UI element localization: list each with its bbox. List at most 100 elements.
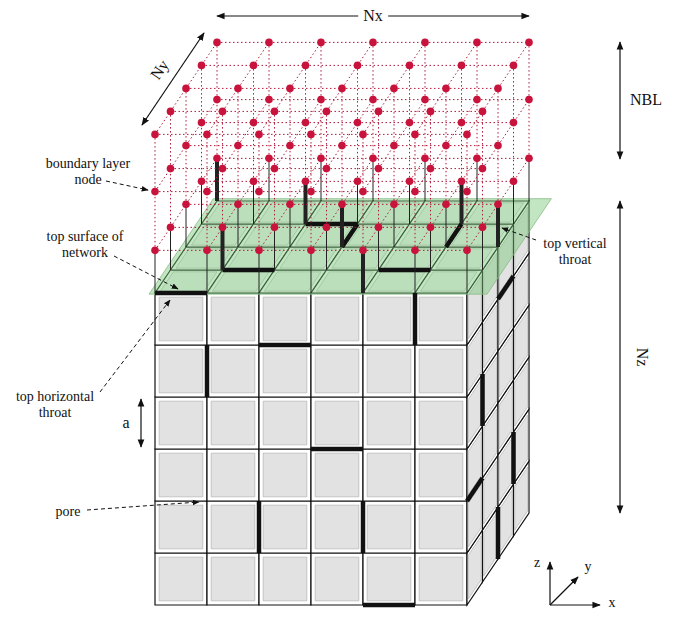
boundary-layer-node [421,39,429,47]
boundary-layer-node [510,178,518,186]
lattice-cell [155,397,207,449]
top-vertical-throat [269,158,270,201]
solid-grain [515,415,528,478]
boundary-layer-node [421,96,429,104]
axis-label: y [585,559,592,575]
lattice-cell [363,501,415,553]
boundary-layer-link [342,88,343,145]
boundary-layer-node [271,165,279,173]
top-vertical-throat [340,204,344,247]
boundary-layer-node [369,155,377,163]
boundary-layer-node [317,96,325,104]
boundary-layer-link [155,192,156,251]
boundary-layer-node [323,165,331,173]
boundary-layer-node [302,119,310,127]
boundary-layer-link [259,134,260,191]
boundary-layer-link [217,100,218,159]
boundary-layer-node [427,224,435,232]
wide-throat [205,345,210,397]
boundary-layer-link [378,169,379,228]
lattice-cell [155,293,207,345]
boundary-layer-link [207,134,208,191]
boundary-layer-node [219,224,227,232]
boundary-layer-node [203,188,211,196]
solid-grain [315,557,359,601]
boundary-layer-node [494,142,502,150]
solid-grain [263,349,307,393]
lattice-cell [259,553,311,605]
top-vertical-throat [221,227,225,270]
boundary-layer-node [255,247,263,255]
top-vertical-throat [321,158,322,201]
top-vertical-throat [155,250,156,293]
boundary-layer-node [250,62,258,70]
lattice-cell [259,501,311,553]
boundary-layer-link [357,65,358,122]
boundary-layer-link [498,146,499,205]
boundary-layer-node [359,188,367,196]
boundary-layer-node [302,62,310,70]
lattice-cell [155,553,207,605]
lattice-cell [415,397,467,449]
boundary-layer-link [326,169,327,228]
lattice-cell [415,293,467,345]
solid-grain [367,505,411,549]
boundary-layer-node [286,142,294,150]
boundary-layer-node [411,131,419,139]
top-vertical-throat [496,204,500,247]
solid-grain [419,505,463,549]
top-vertical-throat [304,181,308,224]
boundary-layer-link [430,111,431,168]
boundary-layer-node [458,62,466,70]
boundary-layer-node [286,201,294,209]
lattice-cell [155,501,207,553]
solid-grain [499,490,512,553]
lattice-cell [259,345,311,397]
boundary-layer-link [259,192,260,251]
wide-throat [311,447,363,452]
solid-grain [263,557,307,601]
boundary-layer-link [467,134,468,191]
lattice-cell [207,553,259,605]
lattice-cell [415,449,467,501]
lattice-cell [311,553,363,605]
boundary-layer-node [182,201,190,209]
lattice-cell [415,345,467,397]
boundary-layer-link [207,42,269,134]
boundary-layer-link [461,123,462,182]
boundary-layer-node [167,165,175,173]
boundary-layer-node [463,131,471,139]
boundary-layer-node [250,119,258,127]
boundary-layer-node [427,108,435,116]
boundary-layer-node [369,39,377,47]
boundary-layer-node [458,119,466,127]
boundary-layer-node [510,119,518,127]
boundary-layer-link [430,169,431,228]
lattice-cell [259,293,311,345]
boundary-layer-grid [155,42,529,250]
solid-grain [159,349,203,393]
boundary-layer-node [198,119,206,127]
boundary-layer-link [415,134,416,191]
boundary-layer-link [394,88,395,145]
top-vertical-throat [361,250,365,293]
boundary-layer-node [479,224,487,232]
solid-grain [499,334,512,397]
lattice-cell [207,293,259,345]
coordinate-axes [550,562,600,605]
wide-throat [511,432,516,484]
boundary-layer-link [415,192,416,251]
boundary-layer-link [446,88,447,145]
top-vertical-throat [513,181,514,224]
top-vertical-throat [357,181,358,224]
top-vertical-throat [529,158,530,201]
dimension-label: NBL [630,91,662,109]
top-vertical-throat [215,158,219,201]
boundary-layer-node [411,188,419,196]
solid-grain [315,453,359,497]
solid-grain [419,349,463,393]
boundary-layer-node [406,119,414,127]
boundary-layer-node [234,201,242,209]
lattice-cell [311,293,363,345]
